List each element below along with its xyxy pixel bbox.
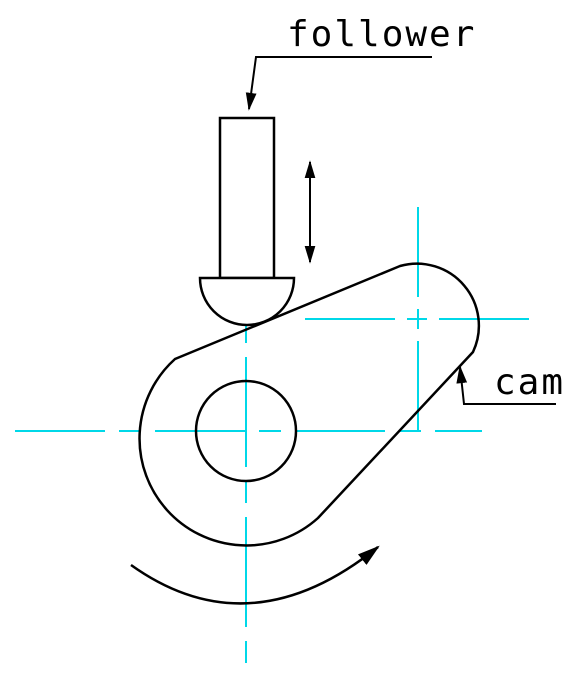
cam-label: cam [494, 362, 565, 403]
follower [198, 116, 296, 327]
rotation-arrow [130, 545, 380, 605]
cam-outline [138, 262, 481, 547]
cam-bore [194, 379, 298, 483]
follower-stem [218, 116, 276, 280]
cam-leader [456, 365, 556, 405]
follower-leader [245, 56, 432, 111]
follower-tip [198, 276, 296, 327]
follower-label: follower [287, 14, 476, 55]
cam [138, 262, 481, 547]
